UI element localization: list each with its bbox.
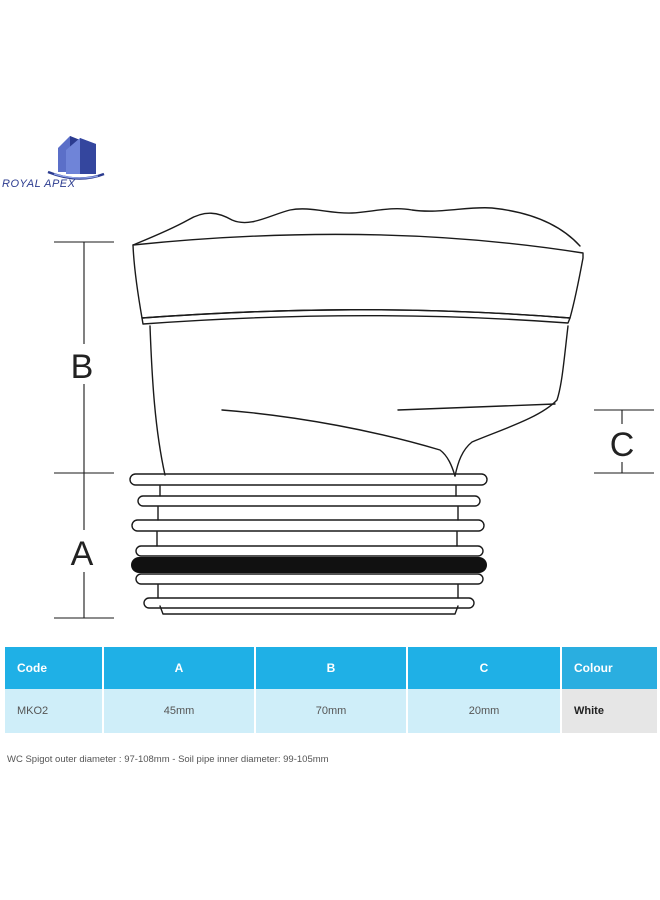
cell-b: 70mm [255, 689, 408, 733]
table-row: MKO2 45mm 70mm 20mm White [5, 689, 657, 733]
bend-line [397, 403, 556, 411]
spec-footnote: WC Spigot outer diameter : 97-108mm - So… [7, 754, 329, 765]
collar [132, 233, 584, 319]
header-colour: Colour [561, 647, 657, 689]
rib-1 [129, 473, 488, 486]
rib-3 [131, 519, 485, 532]
brand-name: ROYAL APEX [2, 178, 76, 190]
dimension-label-b: B [71, 348, 94, 386]
spec-table: Code A B C Colour MKO2 45mm 70mm 20mm Wh… [5, 647, 657, 733]
rib-6 [143, 597, 475, 609]
cell-colour: White [561, 689, 657, 733]
bend-crease [221, 409, 456, 477]
cell-a: 45mm [103, 689, 256, 733]
spigot-diagram: B A C [54, 206, 654, 619]
collar-rim [141, 309, 571, 325]
dimension-label-c: C [610, 426, 635, 464]
body-right-edge [454, 325, 569, 477]
header-code: Code [5, 647, 104, 689]
brand-logo: ROYAL APEX [0, 128, 110, 190]
header-c: C [407, 647, 562, 689]
header-b: B [255, 647, 408, 689]
rib-4 [135, 545, 484, 557]
top-cut-edge [132, 206, 581, 247]
seal-ring [131, 557, 487, 573]
dimension-label-a: A [71, 535, 94, 573]
rib-5 [135, 573, 484, 585]
body-left-edge [149, 325, 166, 476]
table-header-row: Code A B C Colour [5, 647, 657, 689]
rib-2 [137, 495, 481, 507]
cell-code: MKO2 [5, 689, 104, 733]
cell-c: 20mm [407, 689, 562, 733]
header-a: A [103, 647, 256, 689]
building-logo-icon: ROYAL APEX [2, 136, 105, 190]
spigot-end [159, 605, 459, 615]
